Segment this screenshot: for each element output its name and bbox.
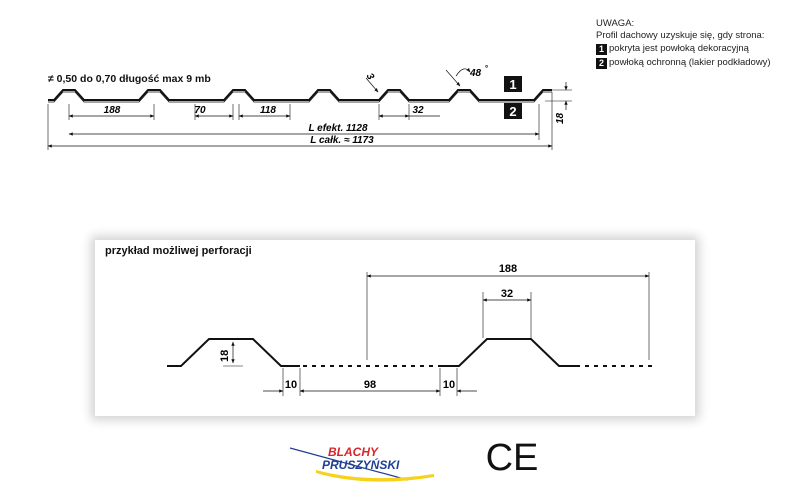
perf-dim-label-10-left: 10 — [285, 379, 297, 391]
logo-line-1: BLACHY — [328, 445, 379, 459]
perf-dim-label-98: 98 — [364, 379, 376, 391]
perf-dim-label-18: 18 — [219, 350, 231, 362]
ce-mark: CE — [486, 437, 539, 476]
note-line: Profil dachowy uzyskuje się, gdy strona: — [596, 30, 765, 41]
note-item-1-text: pokryta jest powłoką dekoracyjną — [609, 43, 749, 54]
note-title: UWAGA: — [596, 18, 635, 29]
logo-swoosh-blue — [289, 447, 409, 481]
dim-label-l-efekt: L efekt. 1128 — [308, 123, 368, 134]
dim-line-3 — [365, 77, 379, 93]
perforation-title: przykład możliwej perforacji — [105, 245, 252, 257]
side-2-label: 2 — [509, 104, 516, 119]
dim-label-118: 118 — [260, 105, 276, 116]
ce-mark-text: CE — [486, 437, 539, 476]
perf-dim-label-188: 188 — [499, 263, 517, 275]
trapezoid-profile-line — [48, 89, 552, 101]
blachy-pruszynski-logo: BLACHY PRUSZYŃSKI — [289, 445, 434, 482]
side-1-label: 1 — [509, 77, 516, 92]
logo-line-2: PRUSZYŃSKI — [322, 457, 400, 472]
perforation-profile-left — [167, 338, 300, 367]
side-1-badge — [504, 76, 522, 92]
warning-note: UWAGA: Profil dachowy uzyskuje się, gdy … — [596, 18, 771, 70]
dim-label-l-calk: L całk. ≈ 1173 — [310, 135, 374, 146]
note-item-1: 1 pokryta jest powłoką dekoracyjną — [596, 42, 771, 56]
trapezoid-profile-underline — [48, 91, 552, 103]
dim-label-188: 188 — [104, 105, 121, 116]
logo-swoosh-yellow — [316, 470, 434, 482]
dim-label-32: 32 — [412, 105, 424, 116]
angle-label: 48 — [469, 68, 482, 79]
perforation-panel: przykład możliwej perforacji 18 188 32 — [95, 240, 695, 416]
perf-dim-label-32: 32 — [501, 288, 513, 300]
note-item-1-num: 1 — [596, 43, 607, 55]
side-2-badge — [504, 103, 522, 119]
angle-leader — [445, 69, 461, 87]
perforation-profile-right — [440, 338, 580, 367]
note-item-2-num: 2 — [596, 57, 607, 69]
dim-label-70: 70 — [194, 105, 206, 116]
note-item-2: 2 powłoką ochronną (lakier podkładowy) — [596, 56, 771, 70]
thickness-length-label: ≠ 0,50 do 0,70 długość max 9 mb — [48, 73, 211, 85]
note-item-2-text: powłoką ochronną (lakier podkładowy) — [609, 57, 771, 68]
dim-label-3: 3 — [364, 72, 377, 83]
angle-unit: ° — [485, 64, 488, 73]
angle-arc — [455, 67, 471, 77]
roof-profile-drawing: ≠ 0,50 do 0,70 długość max 9 mb 188 70 1… — [47, 64, 572, 150]
perforation-drawing: 18 188 32 10 98 10 — [167, 263, 655, 396]
perf-dim-label-10-right: 10 — [443, 379, 455, 391]
dim-label-height-18: 18 — [555, 112, 566, 124]
